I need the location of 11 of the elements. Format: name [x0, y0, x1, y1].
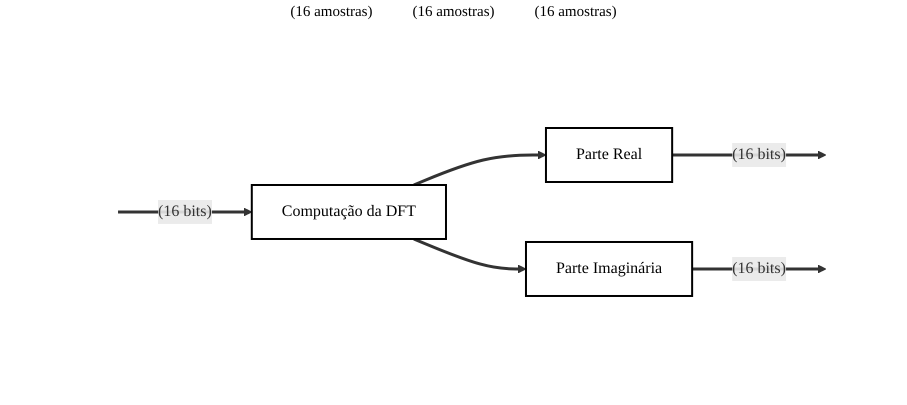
note-text: (16 amostras) [412, 4, 495, 20]
edge-label: (16 bits) [158, 202, 212, 220]
note-text: (16 amostras) [290, 4, 372, 20]
node-box: Parte Real [544, 126, 673, 182]
edge-label: (16 bits) [732, 146, 786, 162]
edge-label: (16 bits) [732, 259, 786, 276]
node-box: Computação da DFT [250, 184, 447, 240]
note-text: (16 amostras) [534, 4, 617, 20]
arrow [412, 150, 546, 186]
node-box: Parte Imaginária [524, 240, 693, 296]
arrow [412, 237, 526, 273]
